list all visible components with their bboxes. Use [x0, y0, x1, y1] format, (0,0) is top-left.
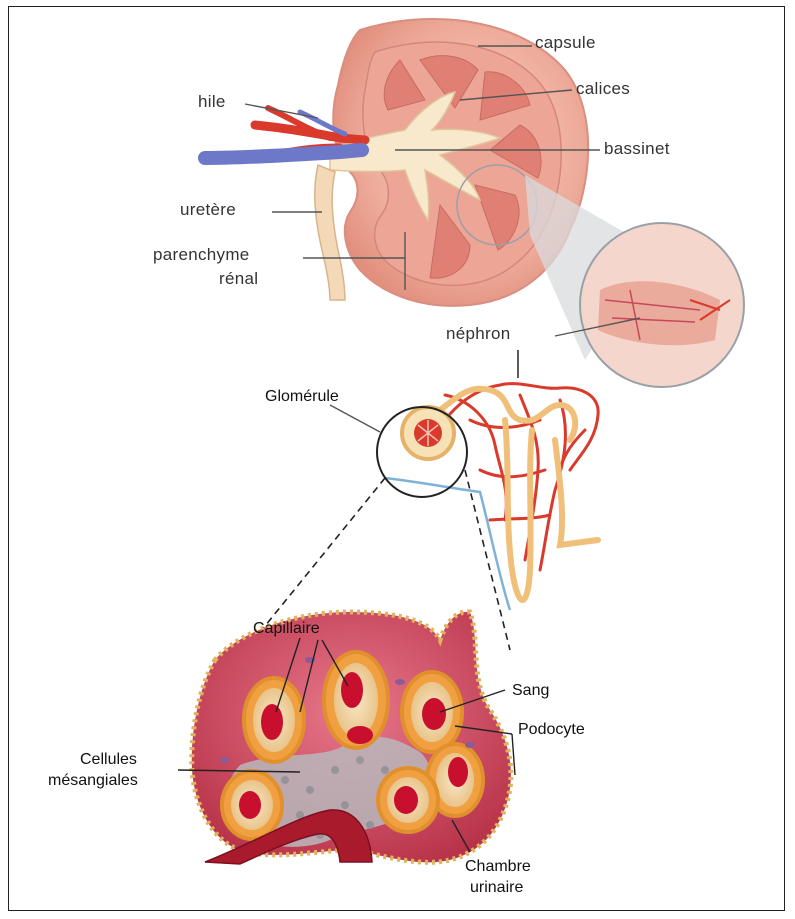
- ureter: [315, 165, 345, 300]
- label-bassinet: bassinet: [604, 140, 670, 159]
- renal-vein: [205, 150, 362, 158]
- label-capsule: capsule: [535, 34, 596, 53]
- label-uretere: uretère: [180, 201, 236, 220]
- label-glomerule: Glomérule: [265, 388, 339, 406]
- label-parenchyme-line1: parenchyme: [153, 246, 250, 265]
- nephron: [330, 350, 598, 610]
- label-sang: Sang: [512, 682, 549, 700]
- label-nephron: néphron: [446, 325, 511, 344]
- label-capillaire: Capillaire: [253, 620, 320, 638]
- label-chambre-line1: Chambre: [465, 858, 531, 876]
- label-parenchyme-line2: rénal: [219, 270, 258, 289]
- label-hile: hile: [198, 93, 226, 112]
- label-cellules-line2: mésangiales: [48, 772, 138, 790]
- label-cellules-line1: Cellules: [80, 751, 137, 769]
- glomerulus-cross-section: [192, 612, 511, 864]
- label-calices: calices: [576, 80, 630, 99]
- label-podocyte: Podocyte: [518, 721, 585, 739]
- label-chambre-line2: urinaire: [470, 879, 523, 897]
